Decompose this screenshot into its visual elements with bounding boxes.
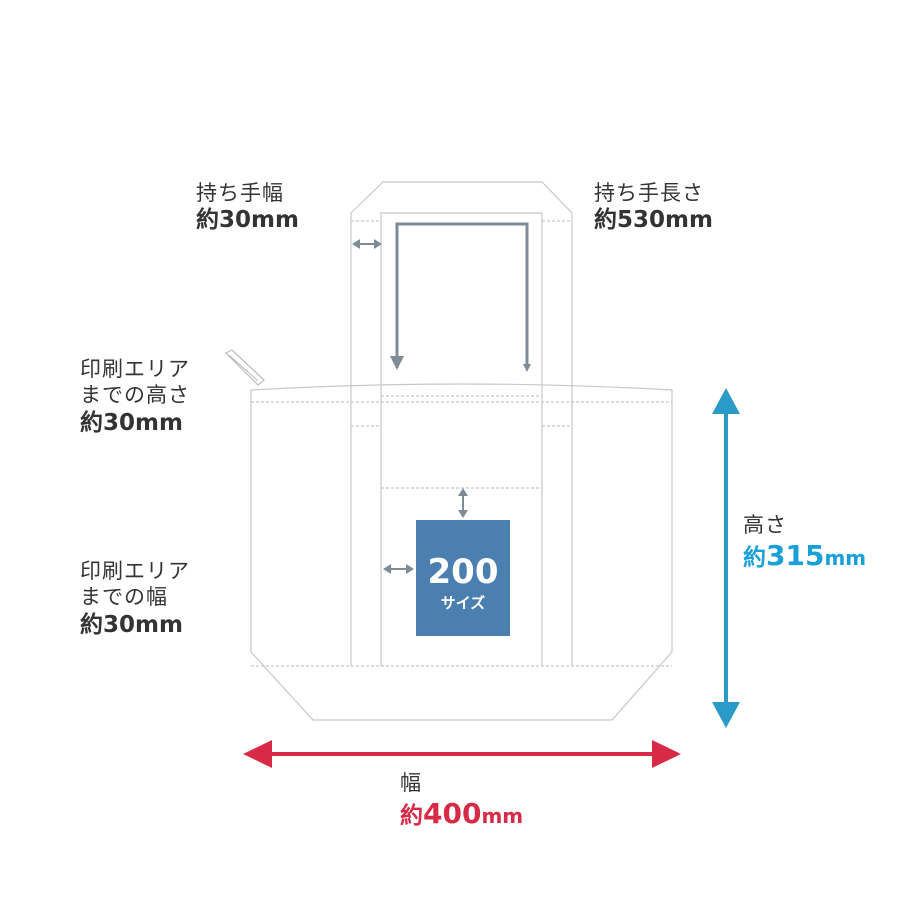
- print-width-value: 約30mm: [80, 611, 183, 638]
- print-width-title-2: までの幅: [80, 585, 168, 610]
- print-height-title-2: までの高さ: [80, 383, 190, 408]
- handle-width-arrow: [352, 239, 382, 249]
- handle-length-value: 約530mm: [594, 207, 713, 234]
- print-height-label: 印刷エリア までの高さ 約30mm: [80, 356, 190, 437]
- width-title: 幅: [400, 771, 422, 795]
- height-arrow: [712, 388, 740, 728]
- handle-length-title: 持ち手長さ: [594, 181, 704, 205]
- print-width-title-1: 印刷エリア: [80, 559, 190, 583]
- height-label: 高さ 約315mm: [743, 512, 866, 573]
- handle-width-value: 約30mm: [196, 207, 299, 234]
- handle-width-label: 持ち手幅 約30mm: [196, 180, 299, 235]
- print-area-box: [416, 520, 510, 636]
- print-height-value: 約30mm: [80, 409, 183, 436]
- height-value: 約315mm: [743, 539, 867, 573]
- height-title: 高さ: [743, 513, 787, 537]
- width-value: 約400mm: [400, 797, 524, 831]
- handles: [350, 181, 573, 666]
- print-size-number: 200: [427, 552, 499, 592]
- zipper-pull: [224, 349, 265, 386]
- print-width-label: 印刷エリア までの幅 約30mm: [80, 558, 190, 639]
- width-arrow: [243, 740, 681, 768]
- handle-length-arrow: [390, 222, 531, 372]
- width-label: 幅 約400mm: [400, 770, 523, 831]
- print-width-arrow: [383, 564, 414, 574]
- handle-length-label: 持ち手長さ 約530mm: [594, 180, 713, 235]
- handle-width-title: 持ち手幅: [196, 181, 284, 205]
- print-size-caption: サイズ: [440, 594, 486, 612]
- print-height-arrow: [458, 488, 468, 518]
- print-height-title-1: 印刷エリア: [80, 357, 190, 381]
